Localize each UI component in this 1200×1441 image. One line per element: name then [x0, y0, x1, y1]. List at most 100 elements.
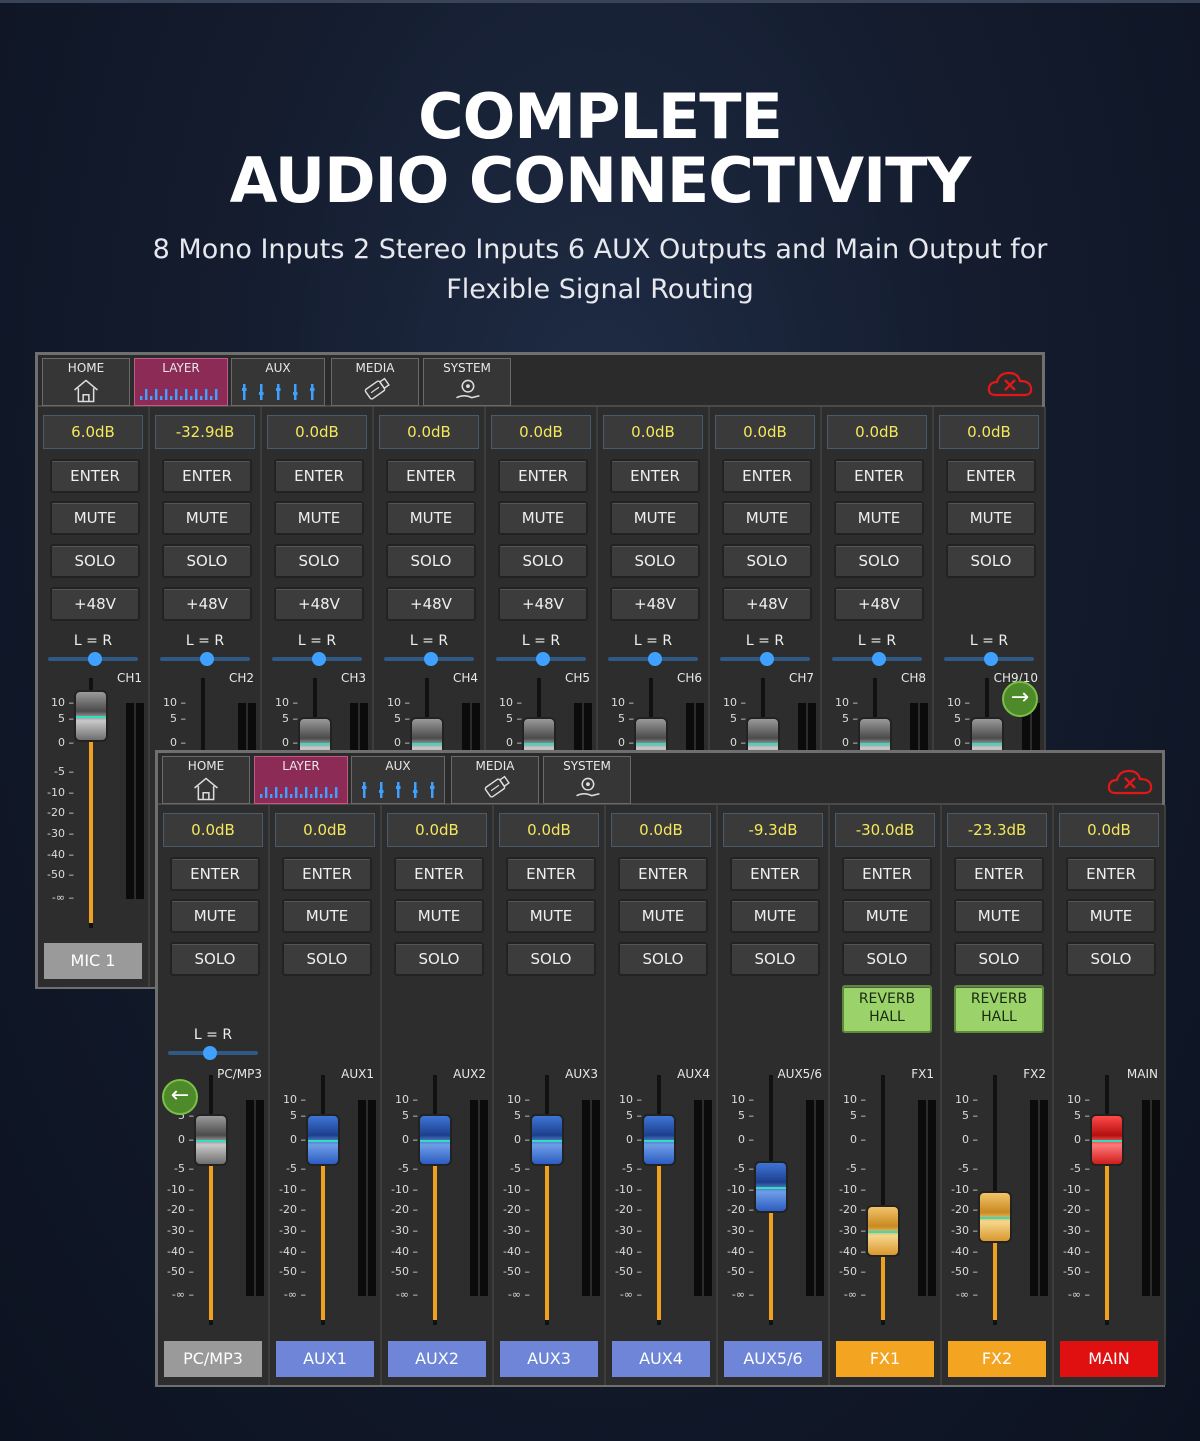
enter-button[interactable]: ENTER: [394, 857, 484, 891]
tab-aux[interactable]: AUX: [351, 756, 445, 804]
enter-button[interactable]: ENTER: [274, 459, 364, 493]
gain-readout[interactable]: 0.0dB: [715, 415, 815, 449]
enter-button[interactable]: ENTER: [610, 459, 700, 493]
mute-button[interactable]: MUTE: [506, 899, 596, 933]
solo-button[interactable]: SOLO: [834, 544, 924, 578]
solo-button[interactable]: SOLO: [282, 942, 372, 976]
gain-readout[interactable]: 0.0dB: [267, 415, 367, 449]
solo-button[interactable]: SOLO: [394, 942, 484, 976]
fader-knob[interactable]: [754, 1161, 788, 1214]
enter-button[interactable]: ENTER: [50, 459, 140, 493]
fader-knob[interactable]: [1090, 1114, 1124, 1166]
mute-button[interactable]: MUTE: [834, 501, 924, 535]
channel-name-plate[interactable]: MIC 1: [44, 943, 142, 979]
mute-button[interactable]: MUTE: [618, 899, 708, 933]
enter-button[interactable]: ENTER: [946, 459, 1036, 493]
enter-button[interactable]: ENTER: [954, 857, 1044, 891]
tab-home[interactable]: HOME: [42, 358, 130, 406]
solo-button[interactable]: SOLO: [386, 544, 476, 578]
mute-button[interactable]: MUTE: [722, 501, 812, 535]
phantom-power-button[interactable]: +48V: [162, 587, 252, 621]
phantom-power-button[interactable]: +48V: [498, 587, 588, 621]
pan-knob[interactable]: [88, 652, 102, 666]
solo-button[interactable]: SOLO: [722, 544, 812, 578]
solo-button[interactable]: SOLO: [1066, 942, 1156, 976]
solo-button[interactable]: SOLO: [618, 942, 708, 976]
tab-aux[interactable]: AUX: [231, 358, 325, 406]
fader-knob[interactable]: [866, 1205, 900, 1257]
gain-readout[interactable]: 0.0dB: [163, 813, 263, 847]
channel-name-plate[interactable]: FX1: [836, 1341, 934, 1377]
mute-button[interactable]: MUTE: [610, 501, 700, 535]
gain-readout[interactable]: 0.0dB: [611, 813, 711, 847]
mute-button[interactable]: MUTE: [498, 501, 588, 535]
gain-readout[interactable]: 0.0dB: [939, 415, 1039, 449]
phantom-power-button[interactable]: +48V: [610, 587, 700, 621]
channel-name-plate[interactable]: PC/MP3: [164, 1341, 262, 1377]
enter-button[interactable]: ENTER: [162, 459, 252, 493]
enter-button[interactable]: ENTER: [498, 459, 588, 493]
gain-readout[interactable]: 0.0dB: [491, 415, 591, 449]
solo-button[interactable]: SOLO: [954, 942, 1044, 976]
mute-button[interactable]: MUTE: [842, 899, 932, 933]
solo-button[interactable]: SOLO: [170, 942, 260, 976]
channel-name-plate[interactable]: AUX4: [612, 1341, 710, 1377]
solo-button[interactable]: SOLO: [730, 942, 820, 976]
enter-button[interactable]: ENTER: [618, 857, 708, 891]
gain-readout[interactable]: 6.0dB: [43, 415, 143, 449]
mute-button[interactable]: MUTE: [730, 899, 820, 933]
tab-media[interactable]: MEDIA: [451, 756, 539, 804]
pan-knob[interactable]: [984, 652, 998, 666]
gain-readout[interactable]: -32.9dB: [155, 415, 255, 449]
next-page-arrow-icon[interactable]: →: [1002, 681, 1038, 717]
enter-button[interactable]: ENTER: [506, 857, 596, 891]
channel-name-plate[interactable]: MAIN: [1060, 1341, 1158, 1377]
enter-button[interactable]: ENTER: [834, 459, 924, 493]
phantom-power-button[interactable]: +48V: [274, 587, 364, 621]
tab-system[interactable]: SYSTEM: [423, 358, 511, 406]
mute-button[interactable]: MUTE: [1066, 899, 1156, 933]
gain-readout[interactable]: 0.0dB: [275, 813, 375, 847]
solo-button[interactable]: SOLO: [274, 544, 364, 578]
enter-button[interactable]: ENTER: [842, 857, 932, 891]
gain-readout[interactable]: -9.3dB: [723, 813, 823, 847]
solo-button[interactable]: SOLO: [162, 544, 252, 578]
enter-button[interactable]: ENTER: [282, 857, 372, 891]
fader-knob[interactable]: [642, 1114, 676, 1166]
gain-readout[interactable]: 0.0dB: [827, 415, 927, 449]
tab-layer[interactable]: LAYER: [254, 756, 348, 804]
enter-button[interactable]: ENTER: [170, 857, 260, 891]
cloud-disconnected-icon[interactable]: [986, 369, 1034, 399]
mute-button[interactable]: MUTE: [946, 501, 1036, 535]
fader-knob[interactable]: [194, 1114, 228, 1166]
solo-button[interactable]: SOLO: [498, 544, 588, 578]
cloud-disconnected-icon[interactable]: [1106, 767, 1154, 797]
gain-readout[interactable]: 0.0dB: [1059, 813, 1159, 847]
mute-button[interactable]: MUTE: [386, 501, 476, 535]
fader-track[interactable]: [881, 1075, 885, 1325]
gain-readout[interactable]: 0.0dB: [603, 415, 703, 449]
channel-name-plate[interactable]: AUX5/6: [724, 1341, 822, 1377]
phantom-power-button[interactable]: +48V: [722, 587, 812, 621]
gain-readout[interactable]: 0.0dB: [499, 813, 599, 847]
gain-readout[interactable]: 0.0dB: [379, 415, 479, 449]
mute-button[interactable]: MUTE: [394, 899, 484, 933]
prev-page-arrow-icon[interactable]: ←: [162, 1079, 198, 1115]
mute-button[interactable]: MUTE: [282, 899, 372, 933]
gain-readout[interactable]: -23.3dB: [947, 813, 1047, 847]
enter-button[interactable]: ENTER: [730, 857, 820, 891]
fader-knob[interactable]: [978, 1190, 1012, 1243]
enter-button[interactable]: ENTER: [1066, 857, 1156, 891]
solo-button[interactable]: SOLO: [842, 942, 932, 976]
pan-knob[interactable]: [424, 652, 438, 666]
tab-system[interactable]: SYSTEM: [543, 756, 631, 804]
phantom-power-button[interactable]: +48V: [50, 587, 140, 621]
channel-name-plate[interactable]: AUX2: [388, 1341, 486, 1377]
channel-name-plate[interactable]: AUX3: [500, 1341, 598, 1377]
channel-name-plate[interactable]: AUX1: [276, 1341, 374, 1377]
enter-button[interactable]: ENTER: [386, 459, 476, 493]
fader-knob[interactable]: [306, 1114, 340, 1166]
mute-button[interactable]: MUTE: [50, 501, 140, 535]
mute-button[interactable]: MUTE: [162, 501, 252, 535]
